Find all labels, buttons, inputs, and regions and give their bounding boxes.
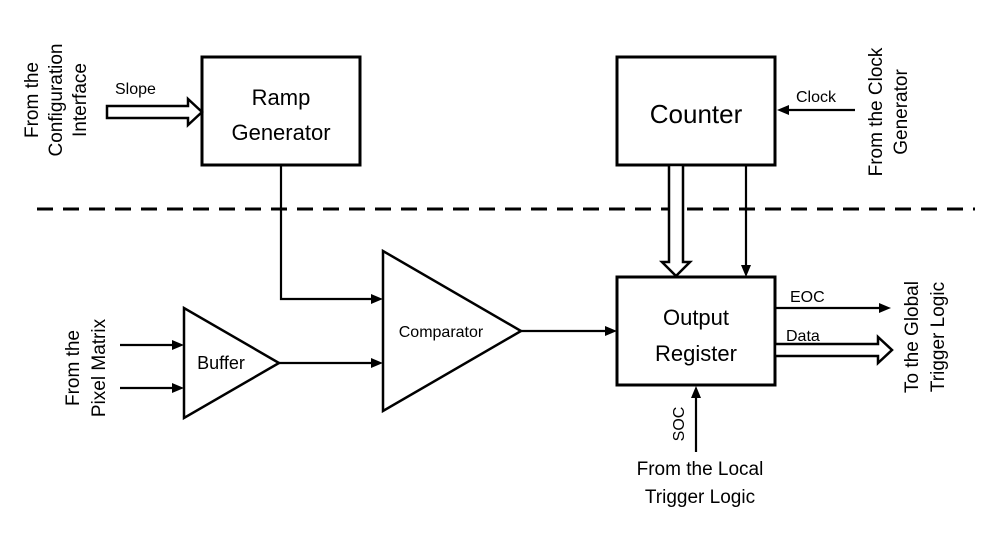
comparator-label: Comparator xyxy=(399,324,484,341)
clock-generator-source: From the Clock Generator xyxy=(866,47,912,176)
data-signal-label: Data xyxy=(786,328,820,345)
pixel-input-arrow-2 xyxy=(120,383,184,393)
comparator-to-register-wire xyxy=(521,326,617,336)
ramp-to-comparator-wire xyxy=(279,165,383,304)
buffer-label: Buffer xyxy=(197,353,245,373)
clock-source-line2: Generator xyxy=(891,69,912,155)
config-source-line2: Configuration xyxy=(46,43,67,156)
global-trigger-line2: Trigger Logic xyxy=(928,282,949,392)
eoc-signal-label: EOC xyxy=(790,289,825,306)
local-trigger-line2: Trigger Logic xyxy=(645,487,755,508)
ramp-generator-label-line2: Generator xyxy=(231,120,330,145)
data-output-bus xyxy=(773,334,894,366)
counter-to-register-wire xyxy=(741,165,751,277)
soc-input-arrow xyxy=(691,386,701,452)
global-trigger-logic-destination: To the Global Trigger Logic xyxy=(902,281,949,393)
global-trigger-line1: To the Global xyxy=(902,281,923,393)
clock-source-line1: From the Clock xyxy=(866,47,887,176)
pixel-source-line2: Pixel Matrix xyxy=(89,318,110,417)
counter-to-register-bus xyxy=(658,163,694,278)
pixel-input-arrow-1 xyxy=(120,340,184,350)
local-trigger-line1: From the Local xyxy=(637,459,764,480)
ramp-generator-label-line1: Ramp xyxy=(252,85,311,110)
ramp-generator-block: Ramp Generator xyxy=(200,55,362,167)
buffer-block: Buffer xyxy=(182,305,282,421)
output-register-label-line2: Register xyxy=(655,341,737,366)
config-source-line3: Interface xyxy=(70,63,91,137)
slope-bus-arrow xyxy=(105,96,204,128)
slope-signal-label: Slope xyxy=(115,81,156,98)
counter-label: Counter xyxy=(650,99,743,129)
buffer-to-comparator-wire xyxy=(279,358,383,368)
configuration-interface-source: From the Configuration Interface xyxy=(22,43,91,156)
pixel-source-line1: From the xyxy=(63,330,84,406)
output-register-label-line1: Output xyxy=(663,305,729,330)
clock-signal-label: Clock xyxy=(796,89,837,106)
counter-block: Counter xyxy=(615,55,777,167)
clock-input-arrow xyxy=(777,105,855,115)
comparator-block: Comparator xyxy=(381,248,524,414)
eoc-output-arrow xyxy=(775,303,891,313)
config-source-line1: From the xyxy=(22,62,43,138)
pixel-matrix-source: From the Pixel Matrix xyxy=(63,318,110,417)
soc-signal-label: SOC xyxy=(671,407,688,442)
output-register-block: Output Register xyxy=(615,275,777,387)
